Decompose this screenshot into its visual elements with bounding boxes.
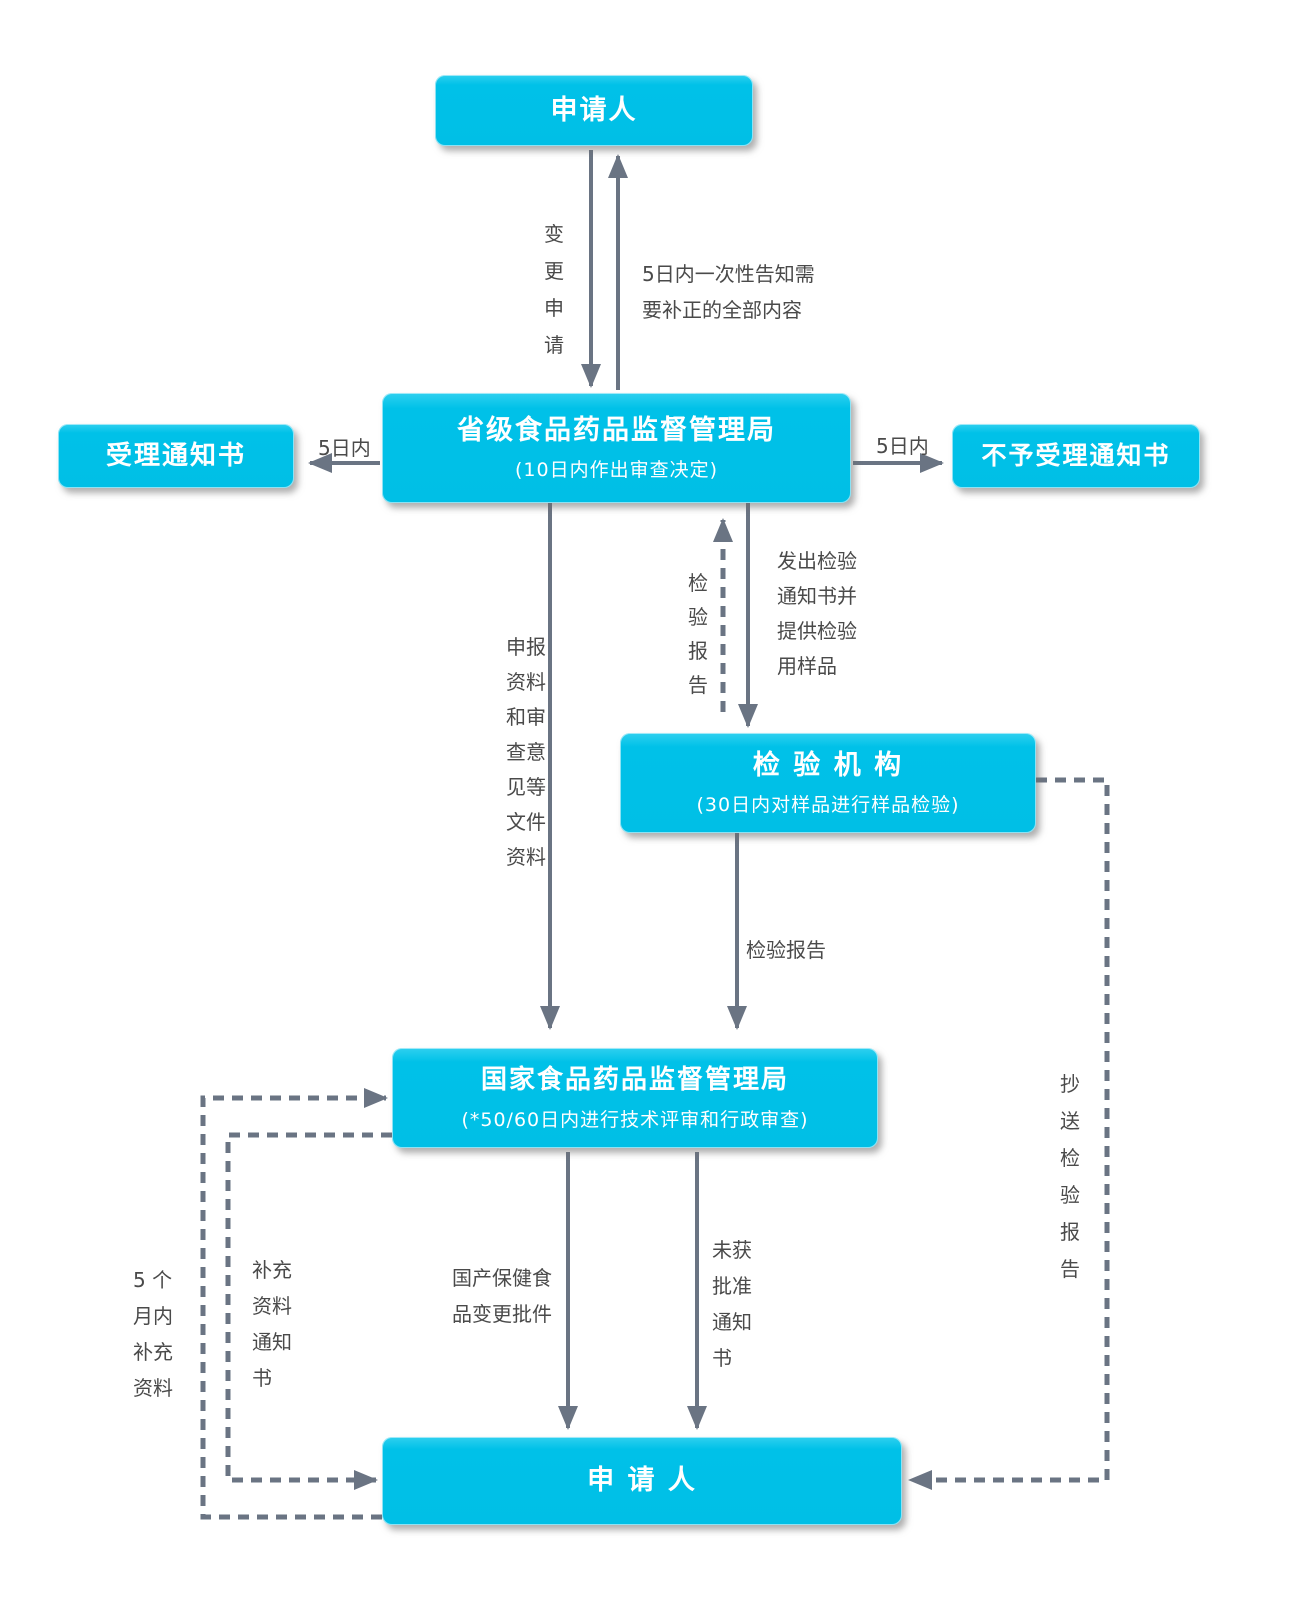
node-title: 受理通知书 [105, 440, 246, 471]
arrow-copy-inspection-report [908, 777, 1110, 1490]
node-provincial-fda: 省级食品药品监督管理局 (10日内作出审查决定) [382, 393, 851, 503]
node-national-fda: 国家食品药品监督管理局 (*50/60日内进行技术评审和行政审查) [392, 1048, 878, 1148]
label-copy-inspection-report: 抄 送 检 验 报 告 [1060, 1072, 1080, 1281]
node-subtitle: (10日内作出审查决定) [514, 459, 718, 482]
node-inspection-agency: 检 验 机 构 (30日内对样品进行样品检验) [620, 733, 1036, 833]
arrow-supplement-notice [225, 1132, 392, 1490]
node-title: 国家食品药品监督管理局 [480, 1065, 789, 1096]
node-subtitle: (30日内对样品进行样品检验) [696, 794, 960, 817]
label-declaration-materials: 申报 资料 和审 查意 见等 文件 资料 [506, 635, 546, 869]
node-applicant-bottom: 申 请 人 [382, 1437, 902, 1525]
node-title: 申 请 人 [587, 1465, 697, 1497]
label-five-day-inform: 5日内一次性告知需 要补正的全部内容 [642, 262, 815, 322]
node-title: 申请人 [550, 94, 638, 126]
node-applicant-top: 申请人 [435, 75, 753, 146]
node-reject-notice: 不予受理通知书 [952, 424, 1200, 488]
node-subtitle: (*50/60日内进行技术评审和行政审查) [461, 1108, 809, 1131]
label-approval-certificate: 国产保健食 品变更批件 [452, 1266, 552, 1326]
label-inspection-report-up: 检 验 报 告 [688, 571, 708, 697]
label-inspection-report: 检验报告 [746, 938, 826, 962]
arrow-five-month-supplement [200, 1088, 388, 1520]
label-send-inspection-notice: 发出检验 通知书并 提供检验 用样品 [777, 549, 857, 678]
node-title: 检 验 机 构 [752, 749, 904, 781]
node-title: 不予受理通知书 [981, 441, 1171, 471]
label-supplement-notice: 补充 资料 通知 书 [252, 1258, 292, 1390]
label-accept-within: 5日内 [318, 436, 371, 460]
node-accept-notice: 受理通知书 [58, 424, 294, 488]
label-change-application: 变 更 申 请 [544, 222, 564, 357]
label-not-approved-notice: 未获 批准 通知 书 [712, 1238, 752, 1370]
label-five-month-supplement: 5 个 月内 补充 资料 [133, 1268, 173, 1400]
node-title: 省级食品药品监督管理局 [457, 414, 776, 446]
label-reject-within: 5日内 [876, 434, 929, 458]
